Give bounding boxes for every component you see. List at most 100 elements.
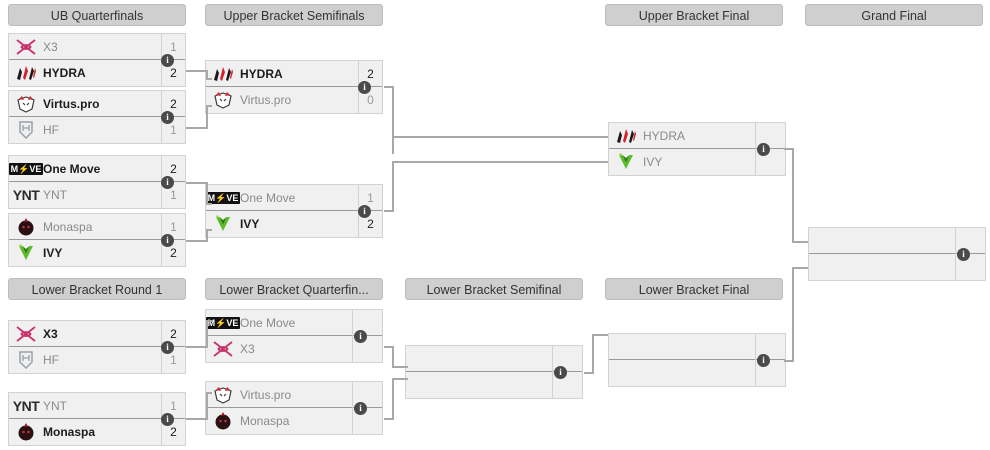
connector <box>392 161 608 163</box>
connector <box>784 360 794 362</box>
match-row[interactable]: IVY 2 <box>9 240 185 266</box>
round-header-lb-quarterfinals[interactable]: Lower Bracket Quarterfin... <box>205 278 383 300</box>
match-row[interactable] <box>609 360 785 386</box>
round-header-lb-round-1[interactable]: Lower Bracket Round 1 <box>8 278 186 300</box>
match-info-icon[interactable]: i <box>161 234 174 247</box>
team-score: 2 <box>358 60 382 87</box>
match-row[interactable]: HYDRA <box>609 122 785 149</box>
connector <box>392 378 394 420</box>
connector <box>584 372 594 374</box>
match-info-icon[interactable]: i <box>354 330 367 343</box>
connector <box>186 127 208 129</box>
connector <box>392 162 394 212</box>
ynt-wordmark: YNT <box>12 397 40 414</box>
match-info-icon[interactable]: i <box>161 111 174 124</box>
match-row[interactable]: M⚡VE One Move <box>206 309 382 336</box>
onemove-logo: M⚡VE <box>9 156 43 182</box>
team-score: 2 <box>161 240 185 266</box>
match-row[interactable]: Monaspa 1 <box>9 213 185 240</box>
match-row[interactable]: M⚡VE One Move 1 <box>206 184 382 211</box>
round-header-ub-semifinals[interactable]: Upper Bracket Semifinals <box>205 4 383 26</box>
match-row[interactable]: X3 <box>206 336 382 362</box>
match-lb-semifinal[interactable]: i <box>405 345 583 399</box>
connector <box>592 334 608 336</box>
match-info-icon[interactable]: i <box>757 354 770 367</box>
match-row[interactable]: Monaspa 2 <box>9 419 185 445</box>
match-row[interactable]: HF 1 <box>9 347 185 373</box>
match-row[interactable]: Monaspa <box>206 408 382 434</box>
connector <box>392 366 408 368</box>
match-row[interactable] <box>609 333 785 360</box>
team-score: 2 <box>161 419 185 445</box>
round-header-lb-final[interactable]: Lower Bracket Final <box>605 278 783 300</box>
match-row[interactable] <box>406 345 582 372</box>
connector <box>592 334 594 374</box>
match-row[interactable]: HF 1 <box>9 117 185 143</box>
ynt-logo: YNT <box>9 393 43 419</box>
match-ub-final[interactable]: HYDRA IVY i <box>608 122 786 176</box>
match-ub-quarterfinal-1[interactable]: X3 1 HYDRA 2 i <box>8 33 186 87</box>
match-lb-quarterfinal-1[interactable]: M⚡VE One Move X3 i <box>205 309 383 363</box>
round-header-ub-quarterfinals[interactable]: UB Quarterfinals <box>8 4 186 26</box>
match-row[interactable]: YNT YNT 1 <box>9 392 185 419</box>
match-info-icon[interactable]: i <box>161 54 174 67</box>
connector <box>206 203 212 205</box>
match-lb-round1-2[interactable]: YNT YNT 1 Monaspa 2 i <box>8 392 186 446</box>
team-name: Virtus.pro <box>43 96 100 111</box>
match-info-icon[interactable]: i <box>161 176 174 189</box>
round-header-lb-semifinal[interactable]: Lower Bracket Semifinal <box>405 278 583 300</box>
connector <box>206 320 208 348</box>
team-score <box>755 122 785 149</box>
round-header-ub-final[interactable]: Upper Bracket Final <box>605 4 783 26</box>
team-score <box>755 149 785 175</box>
connector <box>792 267 808 269</box>
x3-logo <box>9 34 43 60</box>
match-row[interactable]: Virtus.pro <box>206 381 382 408</box>
team-logo-placeholder <box>609 334 643 360</box>
match-row[interactable]: X3 2 <box>9 320 185 347</box>
match-row[interactable]: IVY 2 <box>206 211 382 237</box>
team-name: YNT <box>43 398 67 413</box>
x3-logo <box>206 336 240 362</box>
round-header-grand-final[interactable]: Grand Final <box>805 4 983 26</box>
monaspa-logo <box>206 408 240 434</box>
match-info-icon[interactable]: i <box>358 81 371 94</box>
match-row[interactable]: HYDRA 2 <box>9 60 185 86</box>
match-lb-round1-1[interactable]: X3 2 HF 1 i <box>8 320 186 374</box>
team-name: Monaspa <box>43 219 93 234</box>
team-name: HYDRA <box>240 66 283 81</box>
match-info-icon[interactable]: i <box>161 413 174 426</box>
connector <box>206 229 208 242</box>
match-ub-quarterfinal-3[interactable]: M⚡VE One Move 2 YNT YNT 1 i <box>8 155 186 209</box>
team-name: IVY <box>43 246 63 260</box>
match-info-icon[interactable]: i <box>554 366 567 379</box>
match-row[interactable] <box>809 254 985 280</box>
match-ub-semifinal-1[interactable]: HYDRA 2 Virtus.pro 0 i <box>205 60 383 114</box>
match-info-icon[interactable]: i <box>354 402 367 415</box>
match-info-icon[interactable]: i <box>757 143 770 156</box>
match-ub-quarterfinal-4[interactable]: Monaspa 1 IVY 2 i <box>8 213 186 267</box>
match-row[interactable] <box>406 372 582 398</box>
team-name: YNT <box>43 188 67 202</box>
team-name: One Move <box>240 190 296 205</box>
match-ub-quarterfinal-2[interactable]: Virtus.pro 2 HF 1 i <box>8 90 186 144</box>
match-row[interactable]: M⚡VE One Move 2 <box>9 155 185 182</box>
match-ub-semifinal-2[interactable]: M⚡VE One Move 1 IVY 2 i <box>205 184 383 238</box>
match-lb-quarterfinal-2[interactable]: Virtus.pro Monaspa i <box>205 381 383 435</box>
team-score: 0 <box>358 87 382 113</box>
match-row[interactable]: HYDRA 2 <box>206 60 382 87</box>
hf-logo <box>9 117 43 143</box>
hf-logo <box>9 347 43 373</box>
match-info-icon[interactable]: i <box>161 341 174 354</box>
match-row[interactable]: X3 1 <box>9 33 185 60</box>
team-logo-placeholder <box>809 228 843 254</box>
match-info-icon[interactable]: i <box>957 248 970 261</box>
match-row[interactable]: IVY <box>609 149 785 175</box>
match-grand-final[interactable]: i <box>808 227 986 281</box>
match-row[interactable]: YNT YNT 1 <box>9 182 185 208</box>
match-info-icon[interactable]: i <box>358 205 371 218</box>
match-row[interactable] <box>809 227 985 254</box>
match-lb-final[interactable]: i <box>608 333 786 387</box>
match-row[interactable]: Virtus.pro 2 <box>9 90 185 117</box>
match-row[interactable]: Virtus.pro 0 <box>206 87 382 113</box>
